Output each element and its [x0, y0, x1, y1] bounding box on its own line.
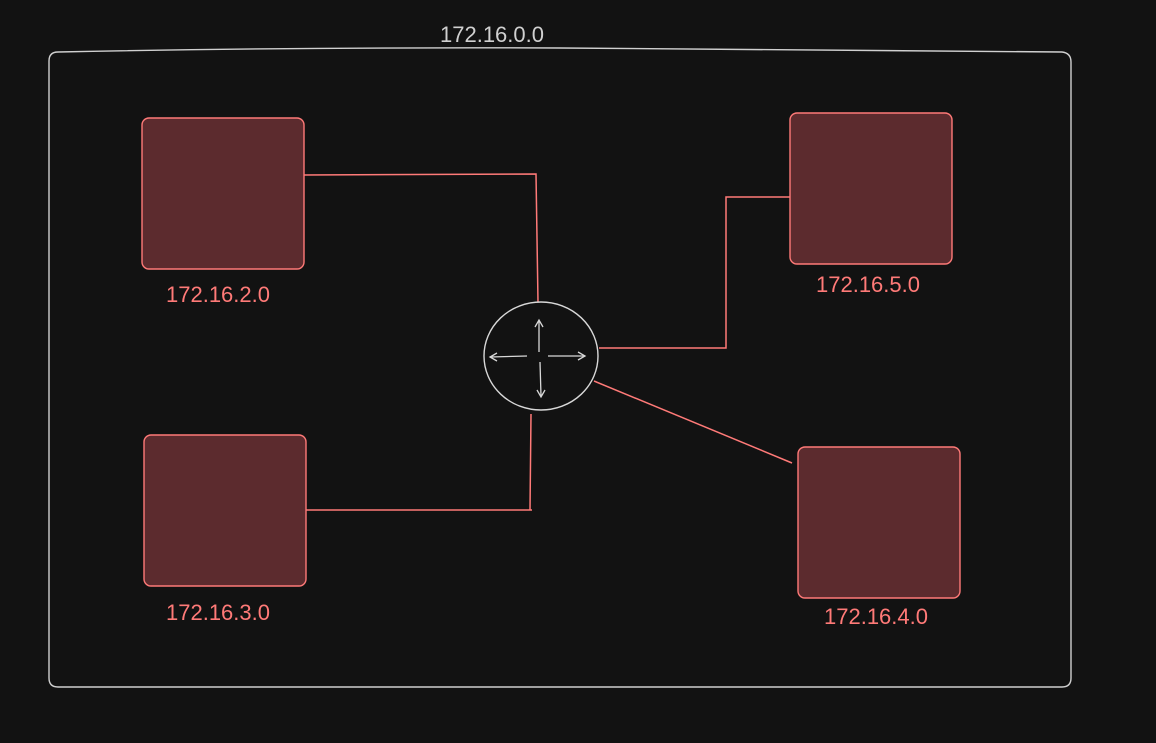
link-subnet-3 [304, 413, 532, 511]
network-label: 172.16.0.0 [440, 22, 544, 47]
subnet-label-172-16-3-0: 172.16.3.0 [166, 600, 270, 625]
subnet-box-172-16-3-0 [143, 434, 307, 587]
router-icon [483, 301, 599, 411]
network-boundary [48, 47, 1072, 688]
link-subnet-2 [302, 173, 539, 303]
subnet-label-172-16-4-0: 172.16.4.0 [824, 604, 928, 629]
subnet-label-172-16-5-0: 172.16.5.0 [816, 272, 920, 297]
link-subnet-4 [593, 380, 793, 464]
subnet-box-172-16-2-0 [141, 117, 305, 270]
subnet-label-172-16-2-0: 172.16.2.0 [166, 282, 270, 307]
subnet-box-172-16-4-0 [797, 446, 961, 599]
subnet-box-172-16-5-0 [789, 112, 953, 265]
link-subnet-5 [599, 196, 790, 349]
